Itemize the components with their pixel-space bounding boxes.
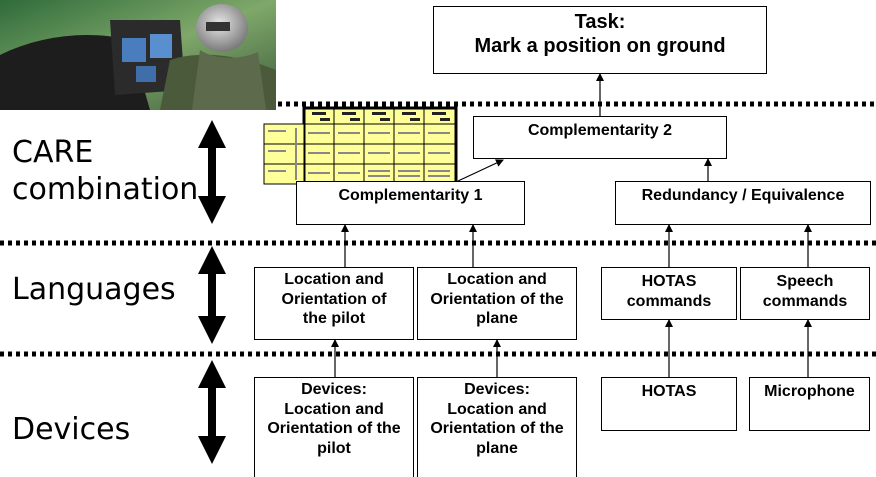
level-label-care: CARE combination xyxy=(12,135,199,207)
double-arrow-icon xyxy=(198,246,226,344)
cockpit-photo xyxy=(0,0,276,110)
connector-arrows xyxy=(331,73,812,377)
arrow-comp1 xyxy=(457,159,504,182)
language-plane-box: Location and Orientation of the plane xyxy=(417,267,577,340)
double-arrow-icons xyxy=(198,120,226,464)
language-speech-commands-box: Speech commands xyxy=(740,267,870,320)
device-hotas-box: HOTAS xyxy=(601,377,737,431)
complementarity-2-box: Complementarity 2 xyxy=(473,116,727,159)
cockpit-photo-icon xyxy=(0,0,276,110)
level-label-languages: Languages xyxy=(12,272,176,307)
double-arrow-icon xyxy=(198,120,226,224)
task-box: Task: Mark a position on ground xyxy=(433,6,767,74)
redundancy-equivalence-box: Redundancy / Equivalence xyxy=(615,181,871,225)
device-plane-box: Devices: Location and Orientation of the… xyxy=(417,377,577,477)
double-arrow-icon xyxy=(198,360,226,464)
level-label-devices: Devices xyxy=(12,412,131,447)
device-microphone-box: Microphone xyxy=(749,377,870,431)
complementarity-1-box: Complementarity 1 xyxy=(296,181,525,225)
device-pilot-box: Devices: Location and Orientation of the… xyxy=(254,377,414,477)
language-hotas-commands-box: HOTAS commands xyxy=(601,267,737,320)
care-table-thumbnail xyxy=(262,106,458,186)
language-pilot-box: Location and Orientation of the pilot xyxy=(254,267,414,340)
table-thumbnail-icon xyxy=(263,106,458,186)
dotted-separators xyxy=(0,101,876,357)
